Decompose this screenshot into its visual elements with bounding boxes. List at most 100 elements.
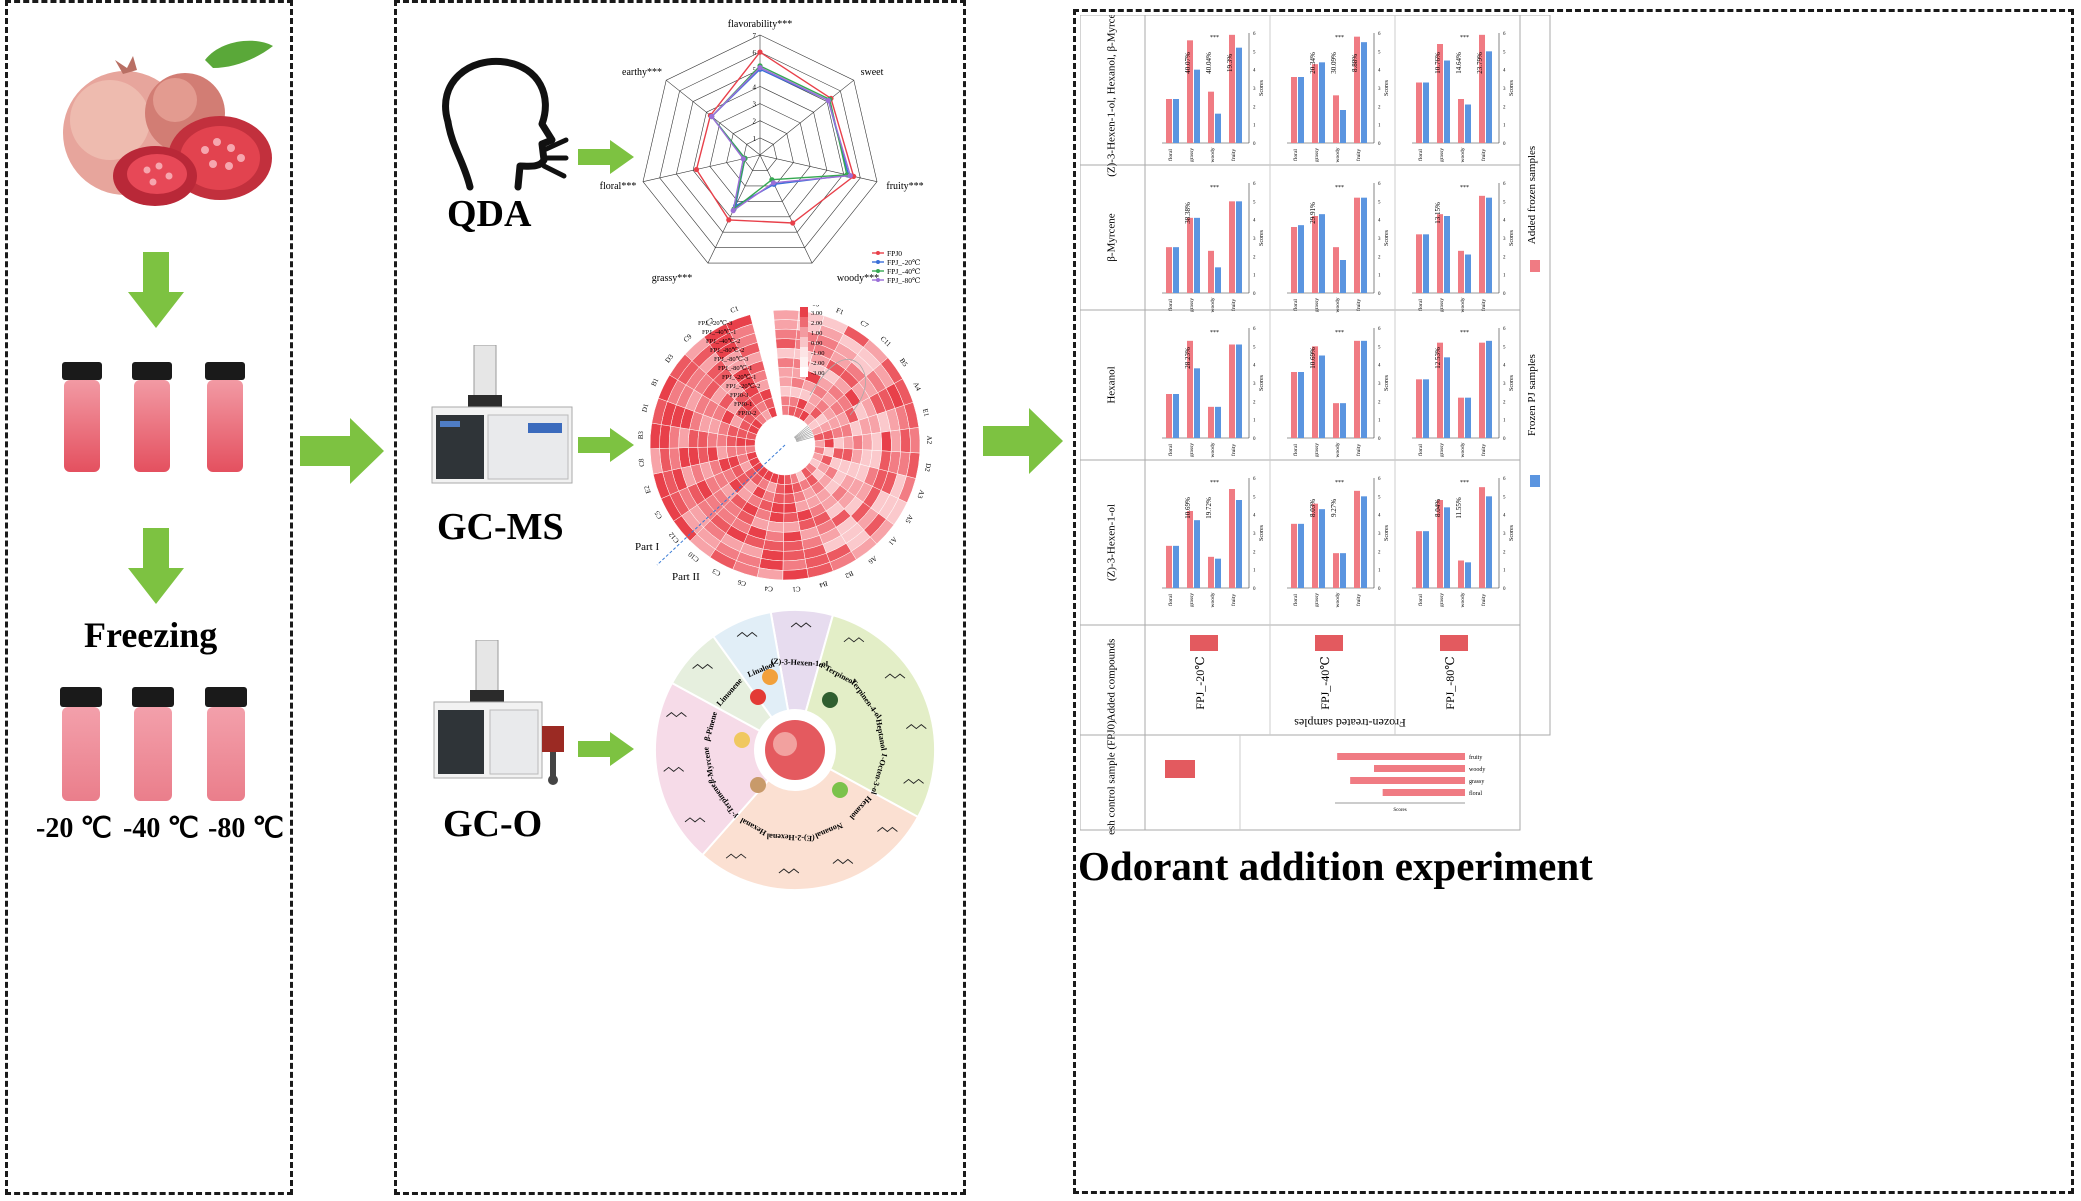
- heatmap-compound-label: C2: [704, 316, 716, 327]
- heatmap-cell: [783, 540, 804, 552]
- chart-tick-label: 3: [1378, 237, 1381, 242]
- chart-category-label: woody: [1335, 442, 1341, 457]
- bar-frozen: [1236, 344, 1242, 438]
- frozen-treated-label: Frozen-treated samples: [1294, 716, 1406, 730]
- heatmap-cluster-tree: [809, 359, 867, 416]
- radar-spoke: [759, 154, 813, 264]
- bar-frozen: [1465, 397, 1471, 438]
- chart-y-label: Scores: [1509, 79, 1515, 96]
- chart-tick-label: 4: [1378, 514, 1381, 519]
- heatmap-compound-label: E2: [642, 484, 652, 494]
- molecule-structure-icon: [666, 712, 687, 718]
- odorant-title: Odorant addition experiment: [1078, 843, 1593, 889]
- bar-frozen: [1173, 545, 1179, 588]
- radar-tick-label: 3: [753, 101, 757, 109]
- bar-added: [1291, 227, 1297, 293]
- column-label: FPJ_-40℃: [1318, 656, 1332, 709]
- chart-category-label: grassy: [1439, 443, 1445, 457]
- percentage-annotation: 8.03%: [1309, 499, 1317, 517]
- chart-category-label: grassy: [1189, 443, 1195, 457]
- chart-tick-label: 3: [1503, 532, 1506, 537]
- heatmap-compound-label: A2: [925, 435, 933, 444]
- arrow-gcms: [578, 428, 634, 462]
- bar-added: [1437, 214, 1443, 293]
- heatmap-compound-label: C7: [859, 319, 871, 330]
- control-tube-icon: [1165, 760, 1195, 778]
- chart-tick-label: 2: [1378, 550, 1381, 555]
- row-label: (Z)-3-Hexen-1-ol: [1106, 504, 1118, 581]
- bar-frozen: [1361, 42, 1367, 143]
- heatmap-cell: [842, 435, 854, 450]
- chart-tick-label: 4: [1378, 219, 1381, 224]
- bar-frozen: [1215, 267, 1221, 293]
- chart-tick-label: 2: [1253, 550, 1256, 555]
- heatmap-compound-label: A1: [887, 535, 899, 547]
- chart-y-label: Scores: [1259, 79, 1265, 96]
- bar-frozen: [1423, 82, 1429, 143]
- column-label: FPJ_-20℃: [1193, 656, 1207, 709]
- heatmap-cell: [766, 520, 784, 533]
- chart-tick-label: 0: [1253, 142, 1256, 147]
- chart-tick-label: 4: [1503, 364, 1506, 369]
- control-attribute-label: fruity: [1469, 754, 1482, 761]
- bar-frozen: [1215, 558, 1221, 588]
- radar-legend-label: FPJ0: [887, 249, 902, 258]
- percentage-annotation: 19.72%: [1205, 497, 1213, 519]
- heatmap-compound-label: A4: [912, 381, 923, 393]
- row-label: β-Myrcene: [1106, 213, 1118, 261]
- chart-tick-label: 4: [1253, 364, 1256, 369]
- radar-tick-label: 5: [753, 66, 757, 74]
- chart-category-label: grassy: [1314, 148, 1320, 162]
- percentage-annotation: 40.04%: [1205, 52, 1213, 74]
- bar-added: [1458, 250, 1464, 293]
- wheel-compound-label: (Z)-3-Hexen-1-ol: [770, 657, 828, 669]
- bar-added: [1479, 342, 1485, 438]
- bar-frozen: [1173, 99, 1179, 143]
- chart-tick-label: 5: [1378, 345, 1381, 350]
- chart-category-label: grassy: [1314, 593, 1320, 607]
- molecule-structure-icon: [692, 663, 713, 670]
- radar-spoke: [642, 154, 761, 182]
- chart-tick-label: 6: [1378, 477, 1381, 482]
- chart-category-label: floral: [1417, 444, 1424, 456]
- radar-grid-ring: [659, 51, 861, 248]
- heatmap-cell: [770, 502, 785, 514]
- radar-tick-label: 1: [753, 135, 757, 143]
- bar-frozen: [1465, 104, 1471, 143]
- temp-minus-20: -20 ℃: [36, 813, 112, 844]
- heatmap-scale-label: 2.00: [811, 320, 822, 327]
- heatmap-cell: [861, 433, 873, 451]
- bar-added: [1354, 197, 1360, 293]
- chart-tick-label: 6: [1503, 327, 1506, 332]
- heatmap-cell: [678, 427, 690, 449]
- bar-added: [1437, 342, 1443, 438]
- qda-label: QDA: [447, 193, 532, 235]
- control-bar: [1382, 789, 1465, 796]
- bar-added: [1208, 556, 1214, 588]
- molecule-structure-icon: [790, 622, 812, 628]
- chart-tick-label: 5: [1253, 200, 1256, 205]
- chart-category-label: floral: [1167, 149, 1174, 161]
- bar-frozen: [1465, 254, 1471, 293]
- bar-added: [1416, 531, 1422, 588]
- chart-tick-label: 6: [1378, 32, 1381, 37]
- chart-tick-label: 3: [1253, 382, 1256, 387]
- analysis-panel: [394, 0, 966, 1195]
- arrow-qda: [578, 140, 634, 174]
- molecule-structure-icon: [736, 631, 758, 638]
- radar-axis-label: floral***: [600, 181, 636, 192]
- row-label: Hexanol: [1106, 366, 1118, 403]
- radar-point: [847, 173, 853, 179]
- chart-tick-label: 1: [1378, 274, 1381, 279]
- significance-marker: ***: [1460, 35, 1469, 41]
- chart-tick-label: 5: [1503, 50, 1506, 55]
- chart-category-label: floral: [1167, 594, 1174, 606]
- bar-added: [1187, 340, 1193, 438]
- heatmap-part-divider: [656, 444, 786, 566]
- chart-category-label: grassy: [1439, 148, 1445, 162]
- chart-category-label: woody: [1335, 297, 1341, 312]
- significance-marker: ***: [1460, 330, 1469, 336]
- temp-minus-40: -40 ℃: [123, 813, 199, 844]
